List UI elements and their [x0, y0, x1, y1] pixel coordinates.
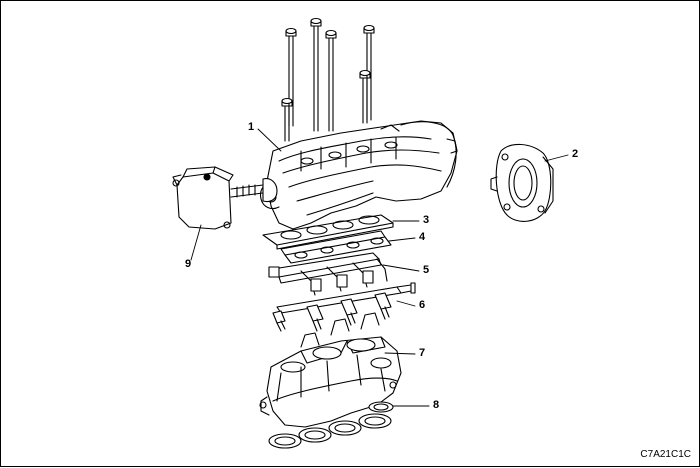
fuel-injector [340, 298, 358, 326]
fuel-injector [306, 304, 324, 332]
leader-line-4 [388, 237, 416, 242]
gasket-ring [368, 401, 394, 413]
leader-line-6 [396, 300, 416, 307]
gasket-ring [328, 420, 362, 436]
throttle-body [490, 143, 554, 222]
gasket-ring [298, 427, 332, 443]
lower-manifold-gaskets [268, 401, 394, 449]
fuel-rail-upper [280, 230, 392, 264]
callout-4: 4 [419, 231, 426, 243]
callout-7: 7 [419, 347, 426, 359]
bolt [359, 69, 371, 124]
egr-actuator [172, 166, 278, 230]
figure-reference-code: C7A21C1C [640, 449, 691, 460]
leader-line-1 [257, 128, 282, 152]
leader-line-5 [382, 264, 420, 272]
callout-8: 8 [433, 399, 440, 411]
gasket-ring [358, 413, 392, 429]
injector-harness [268, 252, 388, 296]
upper-intake-manifold [259, 120, 458, 230]
bolt [310, 17, 322, 132]
bolt [281, 97, 293, 142]
bolt [325, 29, 337, 132]
leader-lines [190, 128, 569, 407]
callout-2: 2 [572, 148, 579, 160]
fuel-injector [272, 310, 286, 332]
callout-9: 9 [185, 258, 192, 270]
callout-3: 3 [423, 214, 430, 226]
bolt [363, 24, 375, 121]
upper-manifold-gasket [262, 214, 394, 250]
manifold-bolts [281, 17, 375, 142]
leader-line-9 [190, 224, 202, 261]
callout-1: 1 [248, 121, 255, 133]
callout-5: 5 [423, 264, 430, 276]
gasket-ring [268, 433, 302, 449]
bolt [285, 27, 297, 127]
fuel-injector [374, 292, 392, 320]
callout-6: 6 [419, 299, 426, 311]
leader-line-2 [544, 154, 569, 162]
leader-line-7 [384, 352, 416, 355]
fuel-rail-injectors [272, 282, 416, 332]
lower-intake-manifold [259, 312, 402, 428]
